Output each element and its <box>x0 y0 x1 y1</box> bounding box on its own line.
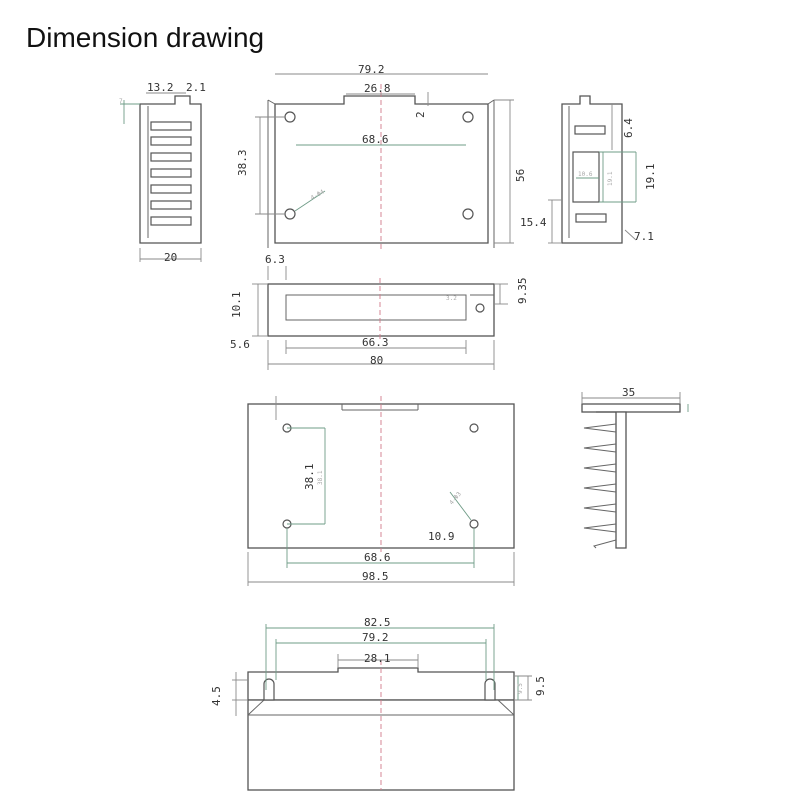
dim-top-hole-dia: 3.2 <box>446 295 457 302</box>
dim-front-hole-spacing: 68.6 <box>362 133 389 146</box>
dim-front-tab-depth: 2 <box>414 111 427 118</box>
dim-top-bottom-offset: 5.6 <box>230 338 250 351</box>
dim-side-right-window-width: 10.6 <box>578 171 593 178</box>
dim-rear-width-b: 79.2 <box>362 631 389 644</box>
top-view: 6.3 10.1 9.35 3.2 5.6 66.3 80 <box>230 253 529 370</box>
rear-view: 82.5 79.2 28.1 4.5 9.5 9.5 <box>210 616 547 791</box>
dim-front-hole-vertical: 38.3 <box>236 150 249 177</box>
dim-side-right-slot: 6.4 <box>622 118 635 138</box>
dim-top-height: 10.1 <box>230 292 243 319</box>
dim-side-left-top-a: 13.2 <box>147 81 174 94</box>
dim-rear-right-height: 9.5 <box>534 676 547 696</box>
page-title: Dimension drawing <box>26 22 265 53</box>
dim-rear-right-height-small: 9.5 <box>517 683 524 694</box>
dim-side-right-window-height-small: 19.1 <box>607 171 614 186</box>
left-side-view: 7 13.2 2.1 20 <box>119 81 206 264</box>
dim-top-window-width: 66.3 <box>362 336 389 349</box>
svg-text:7: 7 <box>119 98 123 105</box>
dim-side-left-width: 20 <box>164 251 177 264</box>
dim-side-left-top-b: 2.1 <box>186 81 206 94</box>
dim-base-hole-vertical-small: 38.1 <box>317 470 324 485</box>
dim-base-hole-offset: 10.9 <box>428 530 455 543</box>
dim-base-overall-width: 98.5 <box>362 570 389 583</box>
front-view: 79.2 26.8 2 68.6 38.3 56 4-Φ4 <box>236 63 527 250</box>
dim-rear-width-a: 82.5 <box>364 616 391 629</box>
dim-base-hole-vertical: 38.1 <box>303 464 316 491</box>
dim-rear-left-height: 4.5 <box>210 686 223 706</box>
heatsink-side-view: 35 <box>581 386 689 549</box>
dim-side-right-window-height: 19.1 <box>644 164 657 191</box>
dim-base-hole-spacing: 68.6 <box>364 551 391 564</box>
right-side-view: 6.4 19.1 10.6 19.1 15.4 7.1 <box>520 95 657 244</box>
dim-rear-tab-width: 28.1 <box>364 652 391 665</box>
dim-side-right-corner: 7.1 <box>634 230 654 243</box>
base-view: 38.1 38.1 4-Φ3 10.9 68.6 98.5 <box>247 396 515 586</box>
dim-front-height: 56 <box>514 169 527 182</box>
dim-top-left-offset: 6.3 <box>265 253 285 266</box>
dim-front-top-width: 79.2 <box>358 63 385 76</box>
dim-top-overall-width: 80 <box>370 354 383 367</box>
dim-front-tab-width: 26.8 <box>364 82 391 95</box>
dim-heatsink-width: 35 <box>622 386 635 399</box>
dim-side-right-bottom: 15.4 <box>520 216 547 229</box>
dim-top-right-height: 9.35 <box>516 278 529 305</box>
